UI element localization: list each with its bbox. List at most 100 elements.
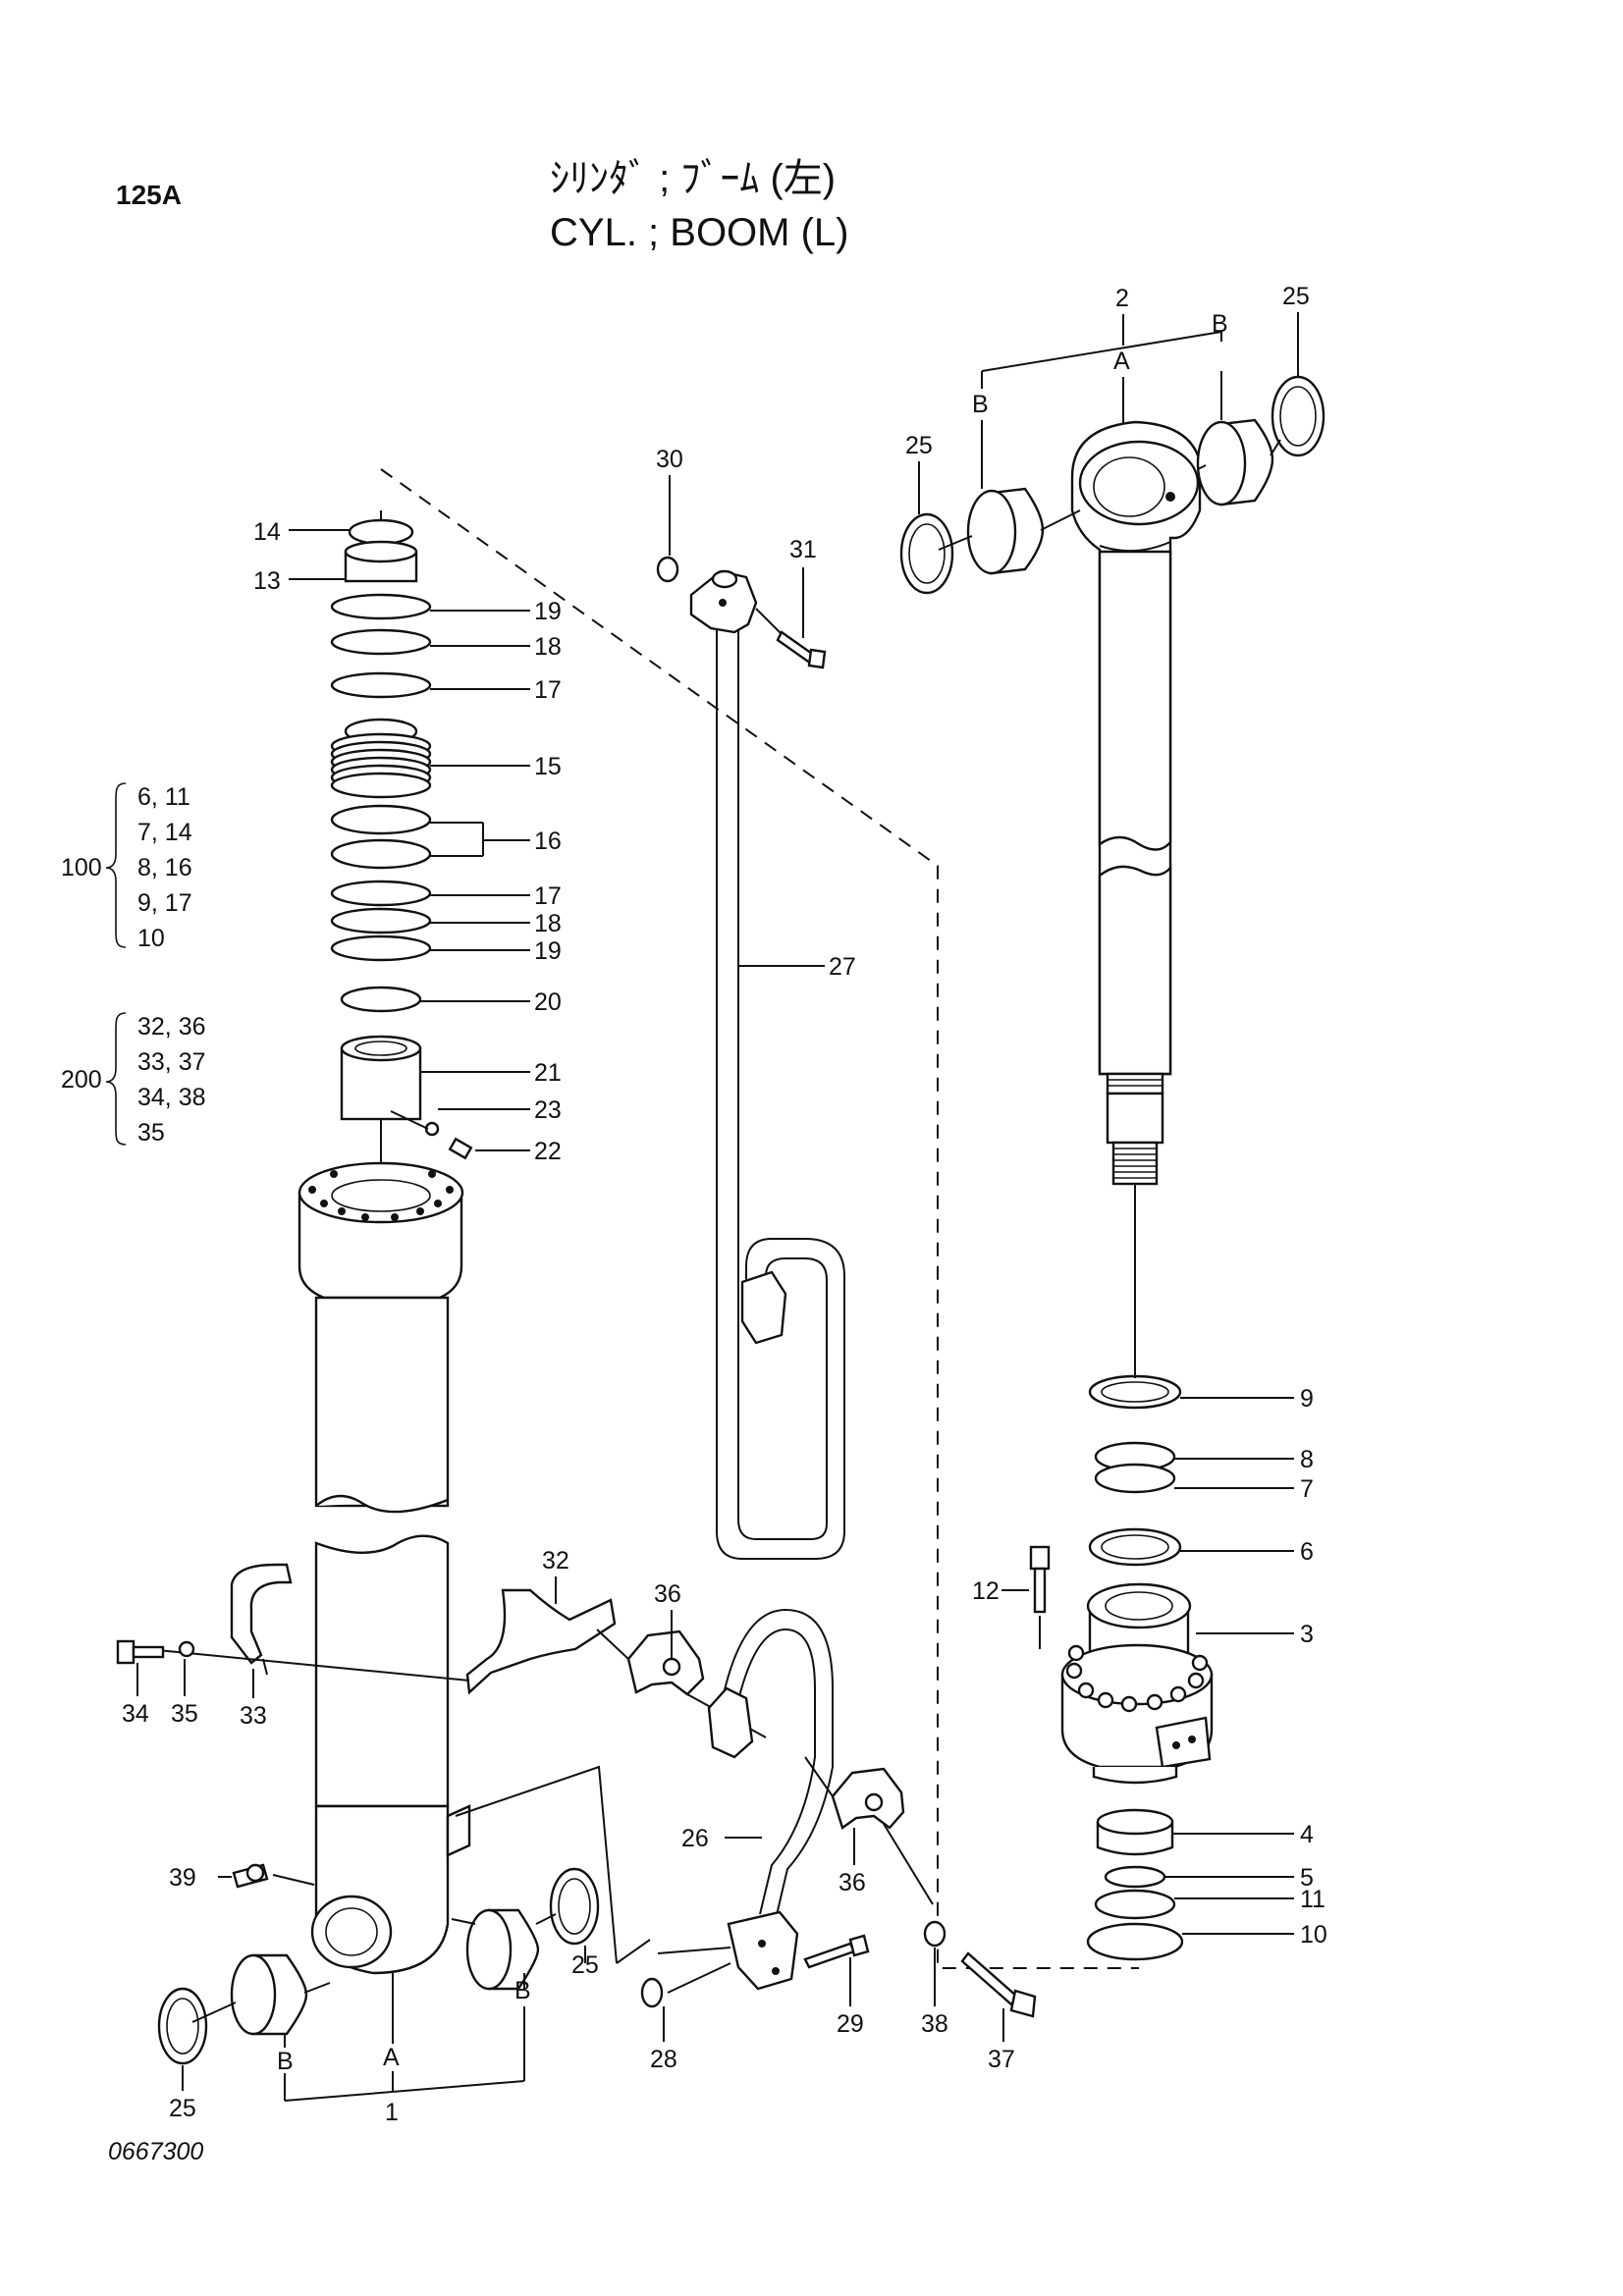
- rod-thread-b: [1111, 1141, 1159, 1186]
- o-ring-28: [640, 1977, 664, 2008]
- socket-bolt-12: [1029, 1545, 1051, 1571]
- assembly-line: [883, 1823, 934, 1905]
- clamp-33: [230, 1563, 293, 1676]
- bushing-b-face: [1196, 420, 1247, 507]
- title-japanese: ｼﾘﾝﾀﾞ ; ﾌﾞｰﾑ (左): [550, 157, 836, 200]
- callout: B: [514, 1977, 531, 2004]
- callout: A: [1113, 347, 1130, 375]
- leader: [390, 1110, 429, 1130]
- flange-bolt-holes: [308, 1170, 454, 1221]
- clamp-36-upper: [626, 1629, 705, 1696]
- kit-label: 100: [61, 854, 102, 881]
- o-ring: [330, 671, 432, 699]
- cushion-ring: [340, 986, 422, 1013]
- pipe-flange-block: [727, 1910, 799, 1991]
- pipe-nut: [707, 1686, 754, 1759]
- bolt-34: [116, 1639, 165, 1665]
- callout: 6: [1300, 1538, 1314, 1566]
- assembly-line: [755, 608, 783, 635]
- callout: 29: [837, 2010, 864, 2038]
- rod-neck: [1106, 1092, 1164, 1145]
- callout: 10: [1300, 1921, 1327, 1949]
- kit-entry: 7, 14: [137, 819, 192, 846]
- assembly-dashed-line: [380, 468, 1139, 1969]
- callout: 25: [571, 1951, 599, 1979]
- ring-11: [1094, 1889, 1176, 1920]
- callout: 33: [240, 1702, 267, 1730]
- callout: A: [383, 2044, 400, 2071]
- tube-end-bushings: [157, 1867, 600, 2065]
- pipe-26: [707, 1608, 834, 1991]
- o-ring-30: [656, 556, 679, 583]
- callout: 13: [253, 567, 281, 595]
- piston-4-top: [1096, 1808, 1174, 1836]
- page-code: 125A: [116, 180, 182, 210]
- bushing-top: [344, 540, 418, 563]
- bolt-37: [960, 1951, 1037, 2018]
- kit-entry: 6, 11: [137, 783, 190, 811]
- callout: 8: [1300, 1446, 1314, 1473]
- callout: 18: [534, 910, 562, 937]
- tube-upper: [314, 1296, 450, 1508]
- pipe-27: [689, 569, 845, 1560]
- seal-ring: [330, 838, 432, 870]
- cylinder-head-flange: [298, 1161, 464, 1224]
- head-port: [1155, 1716, 1212, 1769]
- callout: 7: [1300, 1475, 1314, 1503]
- rod-lower: [1098, 864, 1172, 1076]
- assembly-line: [455, 1765, 618, 1964]
- callout: 17: [534, 676, 562, 704]
- callout: 20: [534, 988, 562, 1016]
- dust-seal-9: [1088, 1374, 1182, 1410]
- kit-entry: 35: [137, 1119, 165, 1147]
- callout: B: [277, 2048, 294, 2075]
- assembly-line: [667, 1962, 731, 1994]
- callout: 36: [839, 1869, 866, 1896]
- callout: 39: [169, 1864, 196, 1892]
- kit-brace: [105, 782, 127, 948]
- clamp-36-lower: [831, 1767, 905, 1830]
- kit-entry: 9, 17: [137, 889, 192, 917]
- callout: 35: [171, 1700, 198, 1728]
- set-screw: [448, 1137, 473, 1160]
- callout: 36: [654, 1580, 681, 1608]
- leader-lines: [136, 312, 1299, 2091]
- callout: 28: [650, 2046, 677, 2073]
- back-up-ring: [330, 907, 432, 934]
- nut-bore: [354, 1041, 407, 1056]
- callout: 18: [534, 633, 562, 661]
- rod-thread-lines: [1108, 1079, 1163, 1179]
- wear-ring: [330, 593, 432, 620]
- callout: 22: [534, 1138, 562, 1165]
- callout: 25: [1282, 283, 1310, 310]
- nut-top: [340, 1035, 422, 1062]
- callout: 12: [972, 1577, 1000, 1605]
- kit-200: 200 32, 36 33, 37 34, 38 35: [61, 1012, 206, 1147]
- tube-port-block: [446, 1804, 471, 1857]
- callout: 23: [534, 1096, 562, 1124]
- rod-upper: [1098, 550, 1172, 851]
- callout: 19: [534, 937, 562, 965]
- cylinder-head-top: [1086, 1582, 1192, 1629]
- drawing-reference-number: 0667300: [108, 2138, 203, 2165]
- callout: B: [1212, 310, 1228, 338]
- rod-thread-a: [1106, 1072, 1164, 1095]
- kit-entry: 32, 36: [137, 1013, 206, 1041]
- kit-100: 100 6, 11 7, 14 8, 16 9, 17 10: [61, 782, 192, 952]
- callout: 1: [385, 2099, 399, 2126]
- kit-brace: [105, 1012, 127, 1146]
- ring-5: [1104, 1865, 1166, 1889]
- callout: 17: [534, 882, 562, 910]
- callout: 27: [829, 953, 856, 981]
- clamp-32: [465, 1588, 617, 1695]
- callout: 14: [253, 518, 281, 546]
- callout: 30: [656, 446, 683, 473]
- callout: 38: [921, 2010, 948, 2038]
- title-english: CYL. ; BOOM (L): [550, 211, 849, 254]
- washer-35: [178, 1640, 195, 1658]
- piston-grooves: [330, 732, 432, 799]
- callout: 11: [1300, 1886, 1325, 1913]
- callout: 25: [169, 2095, 196, 2122]
- u-ring-7: [1094, 1463, 1176, 1494]
